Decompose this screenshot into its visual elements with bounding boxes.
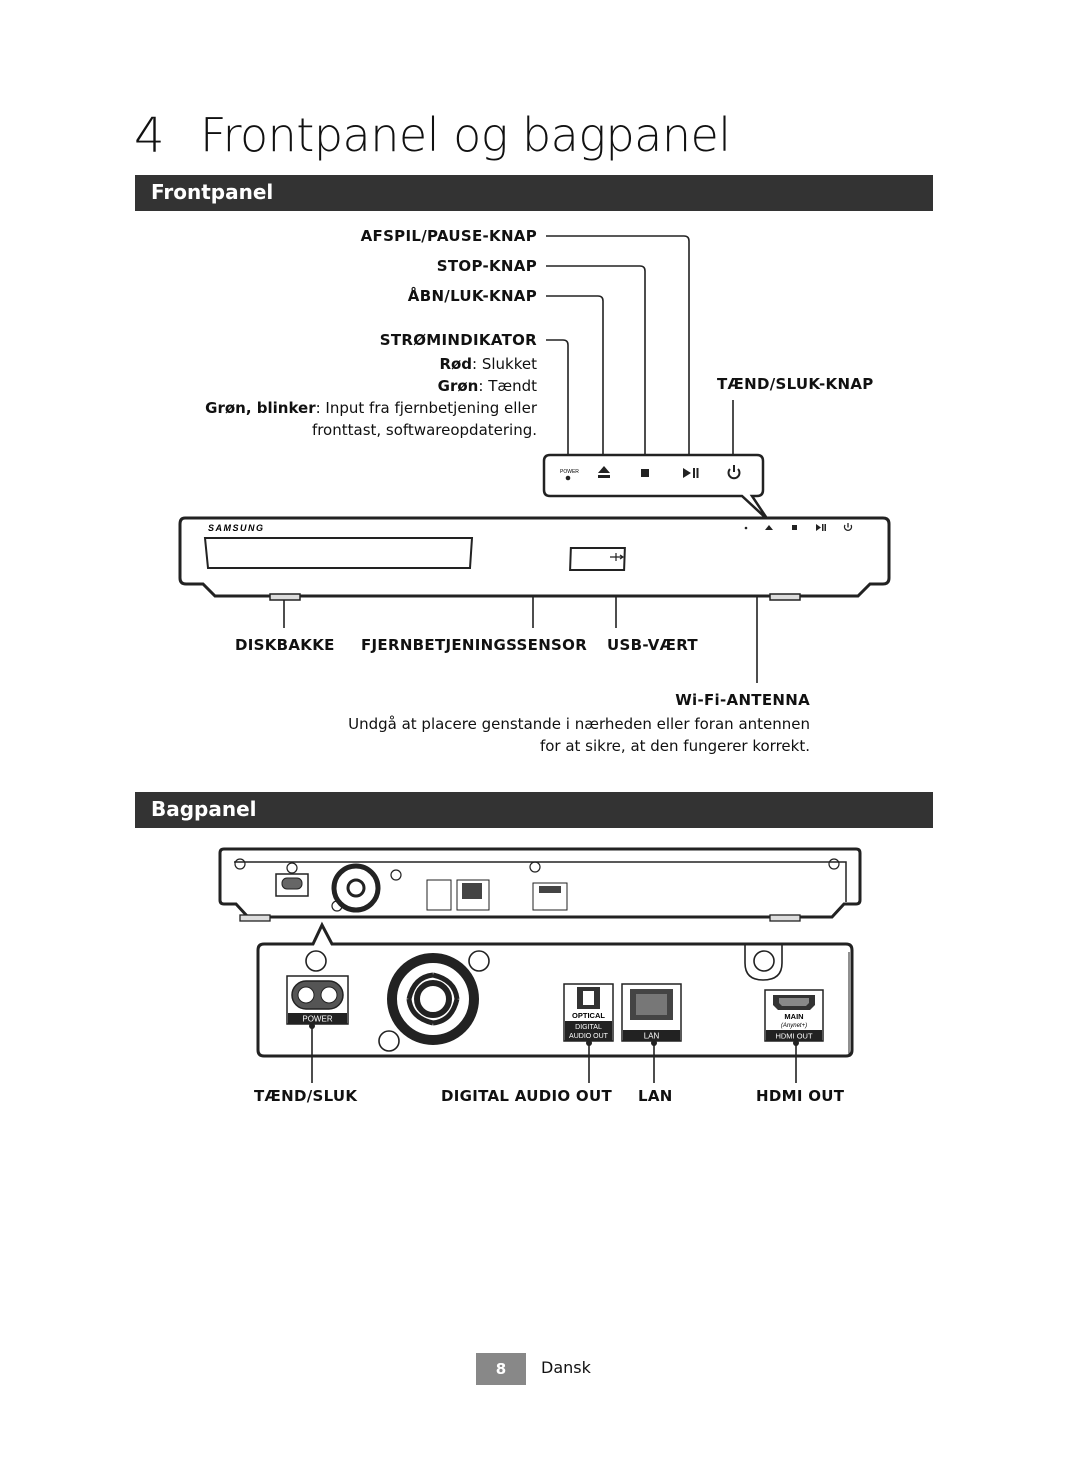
stop-icon[interactable]: [641, 469, 649, 477]
indicator-green-key: Grøn: [437, 377, 479, 395]
label-power-indicator: STRØMINDIKATOR: [379, 331, 537, 349]
indicator-blink-line2: fronttast, softwareopdatering.: [311, 421, 537, 439]
chapter-title: Frontpanel og bagpanel: [200, 108, 731, 162]
usb-port[interactable]: [569, 547, 626, 571]
label-stop: STOP-KNAP: [436, 257, 537, 275]
power-indicator-led: [565, 475, 571, 481]
player-back: [218, 847, 862, 922]
hdmi-port[interactable]: MAIN (Anynet+) HDMI OUT: [764, 989, 824, 1042]
label-open-close: ÅBN/LUK-KNAP: [407, 287, 537, 305]
optical-port[interactable]: OPTICAL DIGITAL AUDIO OUT: [563, 983, 614, 1042]
back-zoom-callout: POWER OPTICAL DIGITAL AUDIO OUT LAN MAIN…: [256, 921, 854, 1058]
indicator-blink-key: Grøn, blinker: [205, 399, 316, 417]
label-wifi-antenna: Wi-Fi-ANTENNA: [675, 691, 810, 709]
indicator-red: Rød: Slukket: [439, 355, 537, 373]
indicator-blink: Grøn, blinker: Input fra fjernbetjening …: [205, 399, 537, 417]
antenna-note-line2: for at sikre, at den fungerer korrekt.: [539, 737, 810, 755]
antenna-note-line1: Undgå at placere genstande i nærheden el…: [348, 715, 810, 733]
label-remote-sensor: FJERNBETJENINGSSENSOR: [361, 636, 588, 654]
control-zoom-callout: [542, 453, 770, 521]
footer-language: Dansk: [541, 1358, 591, 1377]
page-number: 8: [476, 1353, 526, 1385]
label-hdmi: HDMI OUT: [756, 1087, 845, 1105]
label-disc-tray: DISKBAKKE: [235, 636, 335, 654]
optical-label: OPTICAL: [572, 1011, 605, 1020]
play-pause-icon[interactable]: [683, 468, 699, 478]
indicator-green-value: : Tændt: [478, 377, 537, 395]
hdmi-anynet-label: (Anynet+): [781, 1023, 807, 1029]
eject-icon[interactable]: [598, 466, 610, 478]
indicator-blink-value: : Input fra fjernbetjening eller: [315, 399, 537, 417]
lan-port-label: LAN: [644, 1032, 660, 1041]
brand-logo: SAMSUNG: [208, 523, 265, 533]
indicator-green: Grøn: Tændt: [438, 377, 537, 395]
usb-icon: [610, 553, 625, 561]
lan-port[interactable]: LAN: [621, 983, 682, 1042]
front-section-title: Frontpanel: [151, 180, 274, 204]
power-port[interactable]: POWER: [286, 975, 349, 1025]
back-section-title: Bagpanel: [151, 797, 257, 821]
label-usb-host: USB-VÆRT: [607, 636, 698, 654]
player-front: SAMSUNG: [178, 516, 891, 601]
disc-tray[interactable]: [203, 537, 474, 569]
label-back-power: TÆND/SLUK: [254, 1087, 358, 1105]
indicator-red-key: Rød: [439, 355, 473, 373]
digital-label: DIGITAL: [575, 1024, 602, 1031]
label-digital-audio: DIGITAL AUDIO OUT: [441, 1087, 612, 1105]
power-port-label: POWER: [302, 1015, 332, 1024]
cooling-fan-icon: [387, 953, 479, 1045]
label-power-button: TÆND/SLUK-KNAP: [717, 375, 874, 393]
power-button-icon[interactable]: [727, 465, 741, 480]
indicator-red-value: : Slukket: [472, 355, 537, 373]
audio-out-label: AUDIO OUT: [569, 1033, 609, 1040]
label-play-pause: AFSPIL/PAUSE-KNAP: [360, 227, 537, 245]
chapter-number: 4: [134, 108, 165, 164]
back-section-header: Bagpanel: [135, 792, 933, 828]
hdmi-out-label: HDMI OUT: [775, 1032, 812, 1041]
hdmi-main-label: MAIN: [784, 1012, 803, 1021]
zoom-power-label: POWER: [560, 469, 579, 475]
label-lan: LAN: [638, 1087, 673, 1105]
front-section-header: Frontpanel: [135, 175, 933, 211]
